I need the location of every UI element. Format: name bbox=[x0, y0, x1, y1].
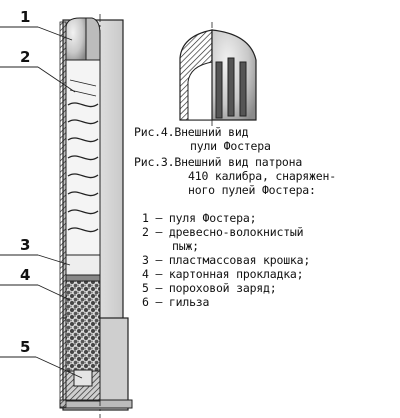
callout-2: 2 bbox=[20, 48, 30, 66]
primer bbox=[73, 369, 93, 387]
plastic-crumb bbox=[65, 254, 101, 276]
card-spacer bbox=[65, 274, 101, 282]
legend-item-2-cont: пыж; bbox=[172, 239, 199, 253]
case-wall-hatch bbox=[59, 21, 67, 408]
foster-slug bbox=[65, 17, 87, 61]
callouts: 1 2 3 4 5 bbox=[0, 8, 83, 379]
legend-item-1: 1 – пуля Фостера; bbox=[142, 211, 257, 225]
legend-item-3: 3 – пластмассовая крошка; bbox=[142, 253, 311, 267]
fig3-caption-line1: Рис.3.Внешний вид патрона bbox=[134, 155, 303, 169]
fig3-caption-line3: ного пулей Фостера: bbox=[188, 183, 316, 197]
fig4-caption-line1: Рис.4.Внешний вид bbox=[134, 125, 249, 139]
slug-ribs bbox=[215, 57, 247, 119]
legend-item-4: 4 – картонная прокладка; bbox=[142, 267, 304, 281]
callout-1: 1 bbox=[20, 8, 30, 26]
fig3-caption-line2: 410 калибра, снаряжен- bbox=[188, 169, 336, 183]
legend-item-6: 6 – гильза bbox=[142, 295, 210, 309]
fig4-caption-line2: пули Фостера bbox=[190, 139, 271, 153]
callout-5: 5 bbox=[20, 338, 30, 356]
callout-3: 3 bbox=[20, 236, 30, 254]
cartridge-figure bbox=[59, 14, 133, 418]
callout-4: 4 bbox=[20, 266, 30, 284]
legend-item-5: 5 – пороховой заряд; bbox=[142, 281, 277, 295]
powder-charge bbox=[65, 280, 101, 372]
slug-external-view bbox=[179, 22, 257, 126]
wad-grooves bbox=[67, 102, 99, 233]
legend-item-2: 2 – древесно-волокнистый bbox=[142, 225, 304, 239]
